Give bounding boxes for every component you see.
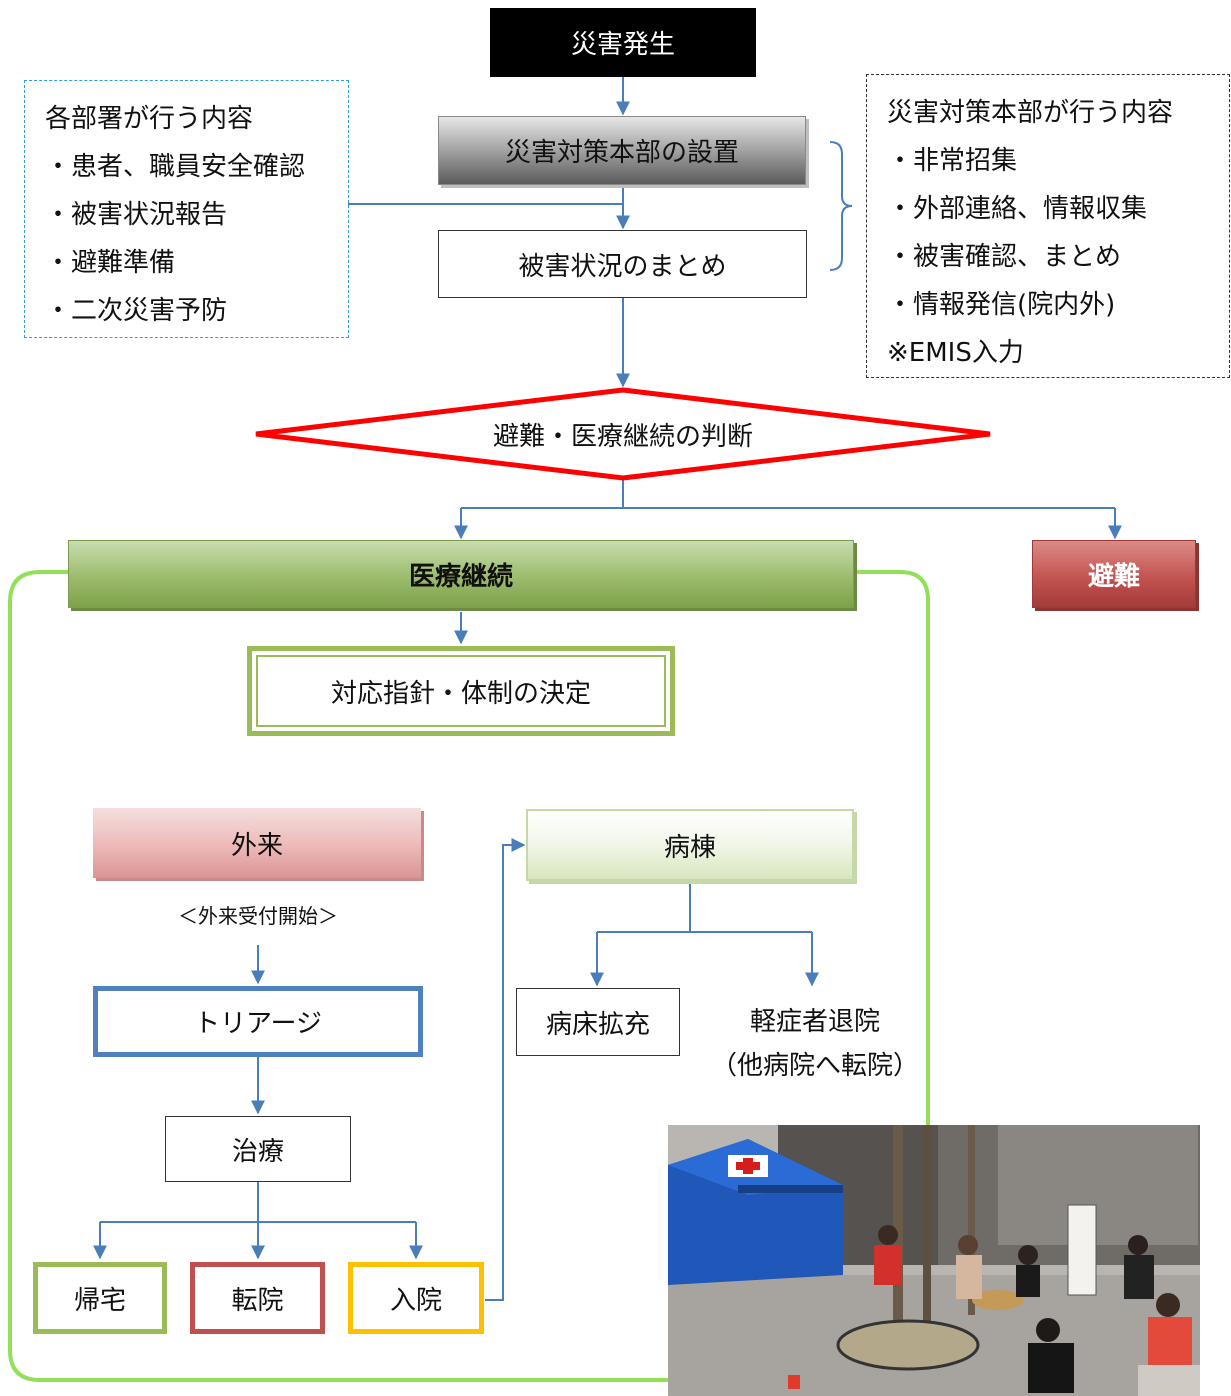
- hq-tasks-box: 災害対策本部が行う内容 ・非常招集 ・外部連絡、情報収集 ・被害確認、まとめ ・…: [866, 74, 1230, 378]
- damage-summary-label: 被害状況のまとめ: [518, 251, 727, 282]
- department-tasks-box: 各部署が行う内容 ・患者、職員安全確認 ・被害状況報告 ・避難準備 ・二次災害予…: [24, 80, 349, 338]
- continue-care-label: 医療継続: [408, 561, 513, 592]
- policy-node: 対応指針・体制の決定: [247, 646, 675, 736]
- care-frame-left: [8, 570, 668, 1382]
- discharge-node: 軽症者退院 （他病院へ転院）: [700, 1000, 930, 1090]
- care-frame-right: [855, 570, 930, 1125]
- bed-expansion-label: 病床拡充: [545, 1009, 650, 1040]
- triage-tent-photo: [668, 1125, 1200, 1396]
- triage-node: トリアージ: [93, 986, 423, 1057]
- go-home-label: 帰宅: [73, 1285, 126, 1316]
- ward-node: 病棟: [526, 809, 854, 881]
- transfer-label: 転院: [231, 1285, 284, 1316]
- discharge-sublabel: （他病院へ転院）: [710, 1051, 919, 1081]
- continue-care-node: 医療継続: [68, 540, 854, 608]
- treatment-label: 治療: [231, 1136, 284, 1167]
- hq-task-item: ・被害確認、まとめ: [887, 242, 1122, 272]
- decision-node: 避難・医療継続の判断: [430, 410, 816, 458]
- disaster-label: 災害発生: [570, 30, 675, 60]
- decision-label: 避難・医療継続の判断: [492, 421, 753, 452]
- hq-task-item: ・外部連絡、情報収集: [887, 194, 1148, 224]
- department-task-item: ・避難準備: [45, 248, 176, 278]
- hq-task-item: ・非常招集: [887, 146, 1018, 176]
- damage-summary-node: 被害状況のまとめ: [438, 230, 807, 298]
- ward-label: 病棟: [663, 832, 716, 863]
- outpatient-note-label: ＜外来受付開始＞: [178, 903, 338, 928]
- department-task-item: ・二次災害予防: [45, 296, 228, 326]
- treatment-node: 治療: [165, 1116, 351, 1182]
- disaster-node: 災害発生: [490, 8, 756, 77]
- department-task-item: ・患者、職員安全確認: [45, 152, 306, 182]
- outpatient-node: 外来: [93, 808, 421, 878]
- outpatient-note: ＜外来受付開始＞: [130, 896, 386, 932]
- bed-expansion-node: 病床拡充: [516, 988, 680, 1056]
- evacuate-node: 避難: [1032, 540, 1196, 608]
- department-tasks-title: 各部署が行う内容: [45, 104, 254, 134]
- admission-node: 入院: [348, 1262, 484, 1334]
- outpatient-label: 外来: [230, 830, 283, 861]
- discharge-label: 軽症者退院: [749, 1007, 880, 1037]
- hq-task-item: ※EMIS入力: [887, 338, 1024, 368]
- hq-setup-node: 災害対策本部の設置: [438, 116, 806, 185]
- decision-diamond: [255, 387, 991, 481]
- policy-label: 対応指針・体制の決定: [330, 678, 591, 709]
- admission-label: 入院: [389, 1285, 442, 1316]
- hq-tasks-title: 災害対策本部が行う内容: [887, 98, 1174, 128]
- triage-label: トリアージ: [194, 1009, 322, 1039]
- go-home-node: 帰宅: [33, 1262, 167, 1334]
- evacuate-label: 避難: [1087, 561, 1140, 592]
- hq-task-item: ・情報発信(院内外): [887, 290, 1116, 320]
- triage-area-photo: [668, 1125, 1200, 1396]
- hq-setup-label: 災害対策本部の設置: [504, 138, 739, 168]
- transfer-node: 転院: [190, 1262, 325, 1334]
- department-task-item: ・被害状況報告: [45, 200, 228, 230]
